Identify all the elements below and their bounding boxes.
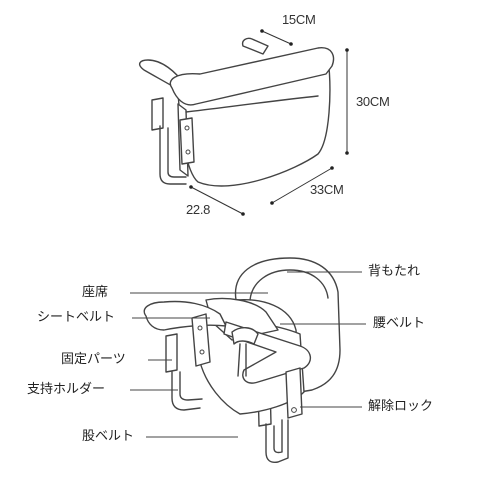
label-waist-belt: 腰ベルト	[373, 316, 426, 331]
label-crotch-belt: 股ベルト	[82, 429, 135, 444]
dimension-height: 30CM	[356, 94, 390, 109]
dimension-width: 33CM	[310, 182, 344, 197]
label-backrest: 背もたれ	[368, 264, 421, 279]
label-seat: 座席	[82, 285, 109, 300]
label-support-holder: 支持ホルダー	[27, 382, 106, 397]
dimension-depth-side: 22.8	[186, 202, 211, 217]
label-fixing-parts: 固定パーツ	[61, 352, 126, 367]
chair-dimension-drawing	[138, 29, 349, 216]
dimension-depth-top: 15CM	[282, 12, 316, 27]
label-seat-belt: シートベルト	[37, 310, 116, 325]
label-release-lock: 解除ロック	[368, 399, 434, 414]
